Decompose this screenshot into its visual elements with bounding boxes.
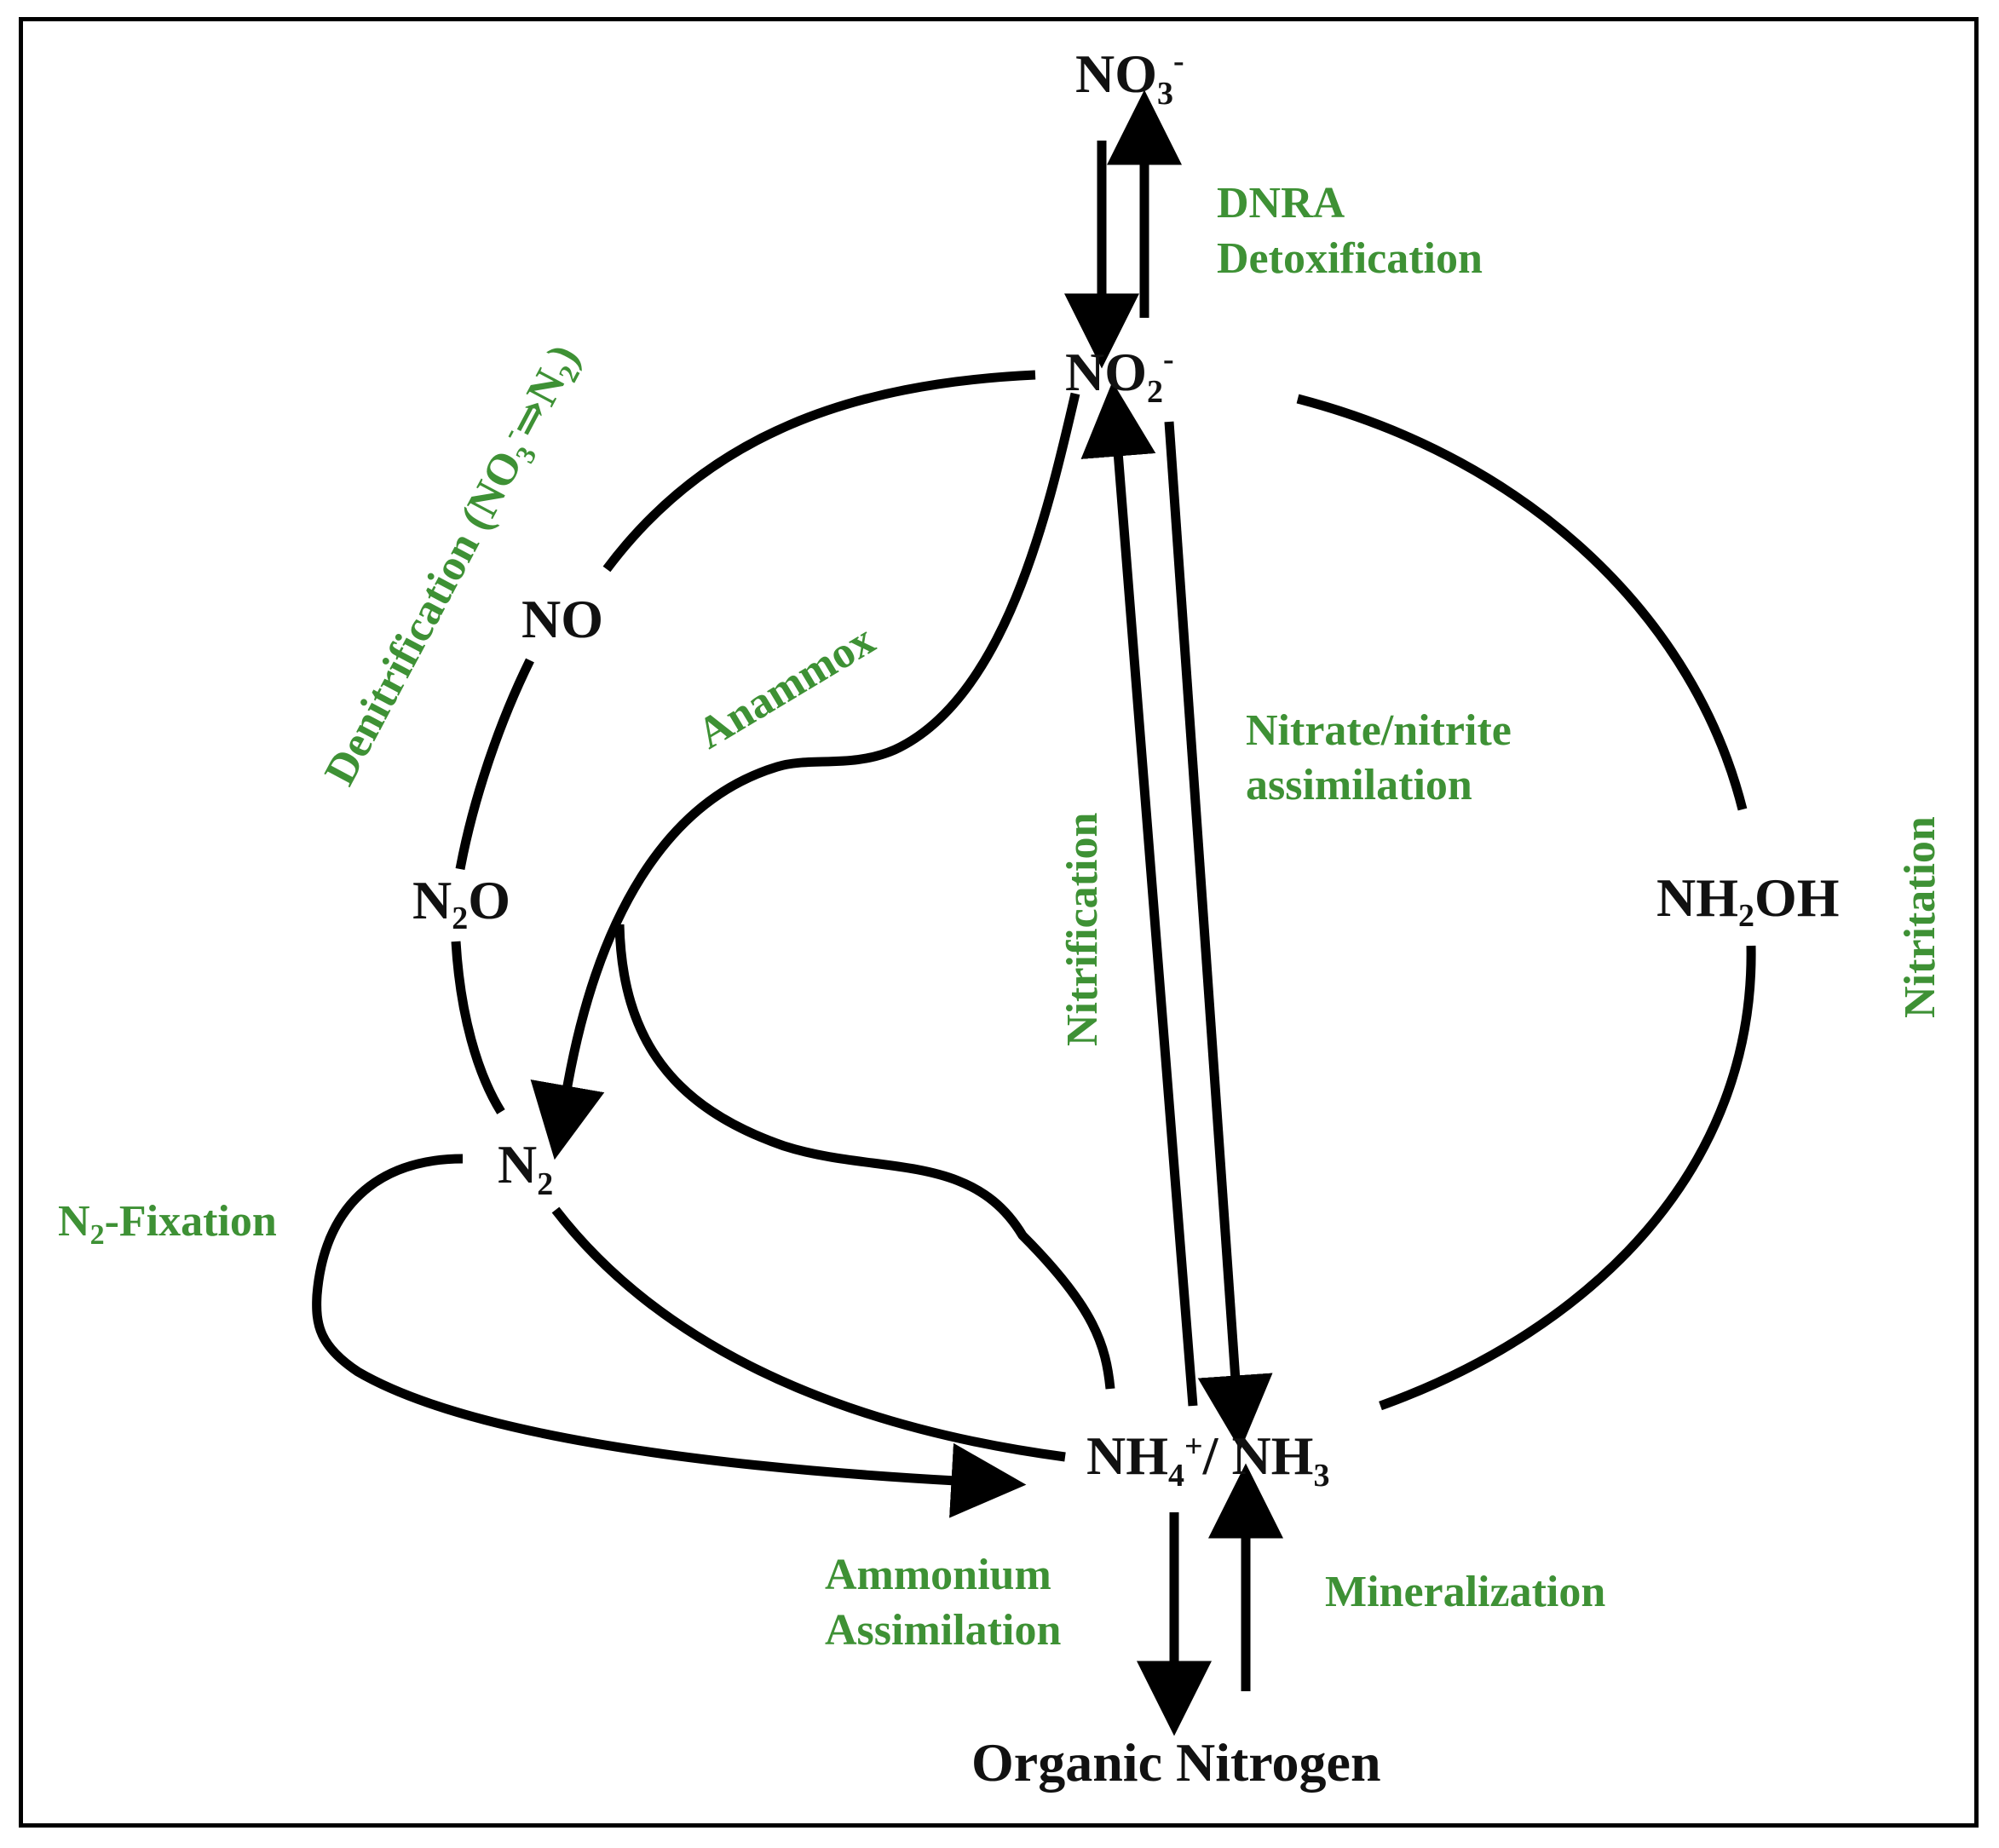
denitrification-label: Denitrification (NO3-⇒N2) xyxy=(313,336,593,795)
nitric-oxide-label: NO xyxy=(521,589,603,649)
nitrate-assimilation-label-line2: assimilation xyxy=(1246,761,1472,809)
nitrate-assimilation-label-line1: Nitrate/nitrite xyxy=(1246,706,1512,755)
ammonium-assimilation-label-line1: Ammonium xyxy=(825,1551,1051,1599)
denitrification-arc-no-n2o xyxy=(455,658,534,871)
nitrite-label: NO2- xyxy=(1065,342,1174,410)
mineralization-label: Mineralization xyxy=(1325,1568,1605,1616)
n2-to-ammonium-arc xyxy=(551,1206,1066,1462)
dnra-label: DNRA xyxy=(1217,179,1345,227)
anammox-ammonium-branch xyxy=(614,924,1115,1390)
detoxification-label: Detoxification xyxy=(1217,234,1483,283)
ammonium-assimilation-label-line2: Assimilation xyxy=(825,1606,1061,1655)
denitrification-arc-n2o-n2 xyxy=(451,941,505,1114)
nitrous-oxide-label: N2O xyxy=(412,870,510,936)
dinitrogen-label: N2 xyxy=(498,1134,553,1202)
denitrification-arc-top xyxy=(602,370,1036,573)
ammonium-ammonia-label: NH4+/ NH3 xyxy=(1086,1425,1329,1494)
n2-fixation-label: N2-Fixation xyxy=(58,1197,277,1251)
anammox-label: Anammox xyxy=(689,615,883,758)
nitrification-arrow xyxy=(1080,381,1198,1407)
nitritation-label: Nitritation xyxy=(1896,816,1944,1018)
hydroxylamine-label: NH2OH xyxy=(1656,867,1840,934)
nitrate-label: NO3- xyxy=(1075,43,1184,112)
nitrification-label: Nitrification xyxy=(1058,813,1107,1046)
organic-nitrogen-label: Organic Nitrogen xyxy=(971,1732,1381,1793)
nitritation-arc-top xyxy=(1296,394,1748,811)
figure-border xyxy=(19,17,1979,1828)
nitritation-arc-bottom xyxy=(1379,945,1756,1411)
nitrate-assimilation-arrow xyxy=(1164,421,1273,1451)
n2-fixation-arrow xyxy=(312,1154,1027,1518)
anammox-arrow xyxy=(530,392,1080,1160)
